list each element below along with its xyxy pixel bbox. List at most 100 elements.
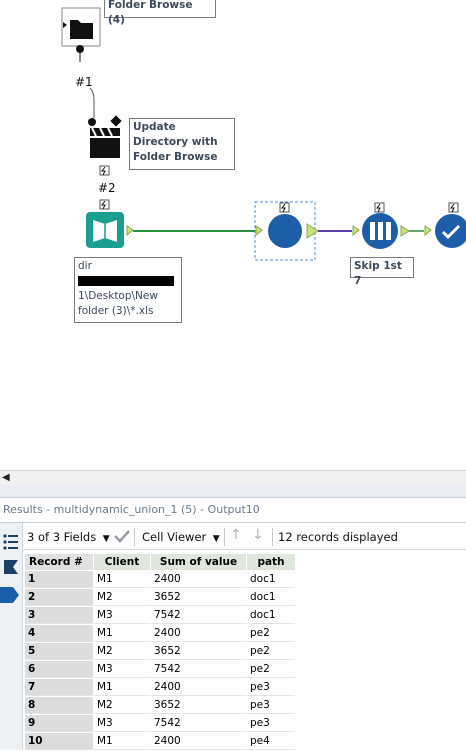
fields-label: 3 of 3 Fields [27, 530, 97, 544]
cell-sum[interactable]: 2400 [151, 679, 246, 696]
cell-viewer-label: Cell Viewer [142, 530, 207, 544]
fields-dropdown[interactable]: 3 of 3 Fields ▼ [27, 530, 110, 544]
folder-icon [70, 20, 93, 39]
cell-path[interactable]: pe2 [247, 643, 295, 660]
cell-client[interactable]: M1 [94, 571, 150, 588]
cell-path[interactable]: pe3 [247, 679, 295, 696]
cell-sum[interactable]: 7542 [151, 715, 246, 732]
filter-flag-icon[interactable] [3, 559, 19, 575]
cell-client[interactable]: M1 [94, 733, 150, 750]
cell-path[interactable]: pe2 [247, 661, 295, 678]
arrow-down-icon[interactable]: ↓ [252, 527, 264, 543]
workflow-canvas[interactable]: Folder Browse (4) #1 Update Directory wi… [0, 0, 466, 470]
cell-client[interactable]: M1 [94, 625, 150, 642]
dir-annotation: dir 1\Desktop\New folder (3)\*.xls [74, 257, 182, 323]
cell-client[interactable]: M3 [94, 661, 150, 678]
folder-browse-annotation: Folder Browse (4) [104, 0, 216, 26]
cell-sum[interactable]: 2400 [151, 625, 246, 642]
skip-annotation: Skip 1st 7 [350, 257, 414, 287]
select-records-tool[interactable] [362, 213, 398, 249]
workflow-connections [61, 7, 466, 261]
cell-sum[interactable]: 2400 [151, 571, 246, 588]
folder-browse-tool[interactable] [61, 7, 101, 47]
update-directory-label: Update Directory with Folder Browse [133, 121, 218, 163]
arrow-up-icon[interactable]: ↑ [230, 527, 242, 543]
results-toolbar: 3 of 3 Fields ▼ Cell Viewer ▼ ↑ ↓ 12 rec… [24, 525, 466, 550]
cell-sum[interactable]: 3652 [151, 697, 246, 714]
cell-client[interactable]: M3 [94, 607, 150, 624]
apply-check-icon[interactable] [114, 528, 130, 547]
connection-label-2: #2 [98, 181, 116, 195]
connection-label-1: #1 [75, 75, 93, 89]
update-directory-annotation: Update Directory with Folder Browse [129, 118, 235, 170]
record-number: 7 [25, 679, 93, 696]
column-header-path[interactable]: path [247, 554, 295, 570]
chevron-down-icon: ▼ [99, 534, 110, 544]
results-panel: 3 of 3 Fields ▼ Cell Viewer ▼ ↑ ↓ 12 rec… [0, 522, 466, 750]
chevron-down-icon: ▼ [209, 534, 220, 544]
record-number: 1 [25, 571, 93, 588]
dir-label-line2: 1\Desktop\New folder (3)\*.xls [78, 290, 158, 317]
record-number: 8 [25, 697, 93, 714]
cell-sum[interactable]: 3652 [151, 643, 246, 660]
cell-sum[interactable]: 2400 [151, 733, 246, 750]
cell-client[interactable]: M3 [94, 715, 150, 732]
cell-client[interactable]: M1 [94, 679, 150, 696]
results-title-bar: Results - multidynamic_union_1 (5) - Out… [0, 497, 466, 522]
scroll-left-icon[interactable]: ◀ [2, 472, 10, 483]
cell-client[interactable]: M2 [94, 589, 150, 606]
check-tool[interactable] [435, 214, 466, 248]
dir-label-line1: dir [78, 260, 92, 272]
record-number: 9 [25, 715, 93, 732]
record-number: 5 [25, 643, 93, 660]
list-view-icon[interactable] [3, 533, 19, 551]
record-number: 2 [25, 589, 93, 606]
record-number: 10 [25, 733, 93, 750]
cell-sum[interactable]: 3652 [151, 589, 246, 606]
redacted-block [78, 276, 174, 286]
lightning-icon [101, 166, 106, 176]
record-number: 6 [25, 661, 93, 678]
canvas-horizontal-scrollbar[interactable]: ◀ [0, 470, 466, 486]
cell-viewer-dropdown[interactable]: Cell Viewer ▼ [142, 530, 220, 544]
action-tool[interactable] [88, 115, 122, 158]
input-tool[interactable] [86, 212, 124, 248]
cell-path[interactable]: doc1 [247, 589, 295, 606]
output-tab-icon[interactable] [0, 585, 20, 605]
record-number: 3 [25, 607, 93, 624]
skip-label: Skip 1st 7 [354, 260, 402, 287]
cell-sum[interactable]: 7542 [151, 607, 246, 624]
cell-path[interactable]: doc1 [247, 607, 295, 624]
panel-splitter[interactable] [0, 485, 466, 497]
folder-browse-label: Folder Browse (4) [108, 0, 193, 26]
cell-path[interactable]: pe2 [247, 625, 295, 642]
record-number: 4 [25, 625, 93, 642]
cell-sum[interactable]: 7542 [151, 661, 246, 678]
cell-path[interactable]: pe3 [247, 697, 295, 714]
records-count: 12 records displayed [278, 530, 398, 544]
cell-path[interactable]: pe4 [247, 733, 295, 750]
column-header-client[interactable]: Client [94, 554, 150, 570]
column-header-record[interactable]: Record # [25, 554, 93, 570]
cell-client[interactable]: M2 [94, 643, 150, 660]
results-side-rail [0, 523, 23, 750]
cell-path[interactable]: pe3 [247, 715, 295, 732]
connection-anchor[interactable] [76, 45, 84, 53]
cell-client[interactable]: M2 [94, 697, 150, 714]
results-title: Results - multidynamic_union_1 (5) - Out… [3, 503, 260, 516]
cell-path[interactable]: doc1 [247, 571, 295, 588]
column-header-sum[interactable]: Sum of value [151, 554, 246, 570]
union-tool[interactable] [268, 214, 302, 248]
